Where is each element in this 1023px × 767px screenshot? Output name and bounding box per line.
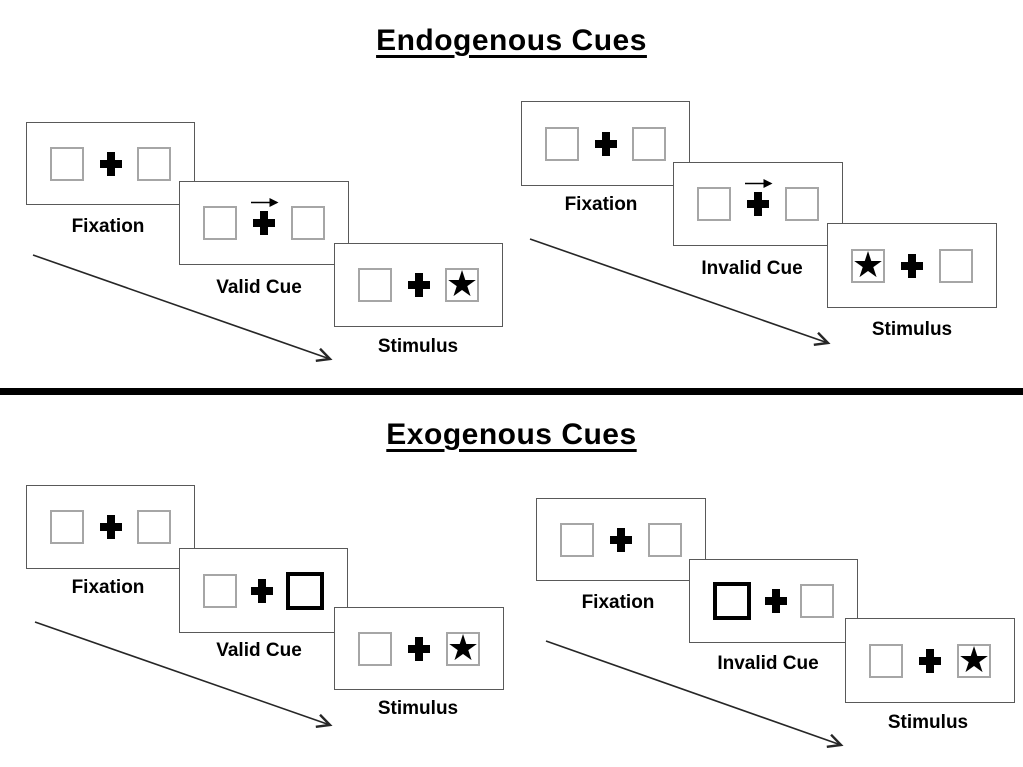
left-box — [203, 206, 237, 240]
cue-arrow-right-icon — [745, 179, 773, 188]
panel-label: Invalid Cue — [701, 258, 803, 279]
fixation-screen — [26, 122, 195, 205]
right-box — [137, 510, 171, 544]
left-box — [697, 187, 731, 221]
left-box — [358, 268, 392, 302]
star-stimulus-icon: ★ — [445, 264, 479, 305]
fixation-cross-icon — [919, 648, 941, 673]
right-box-highlighted-cue — [286, 571, 324, 610]
fixation-cross-icon — [251, 198, 279, 235]
panel-label: Stimulus — [871, 319, 953, 340]
valid-cue-screen — [179, 181, 349, 265]
right-box — [800, 584, 834, 618]
valid-cue-screen — [179, 548, 348, 633]
invalid-cue-screen — [673, 162, 843, 246]
fixation-screen — [521, 101, 690, 186]
right-box — [939, 248, 973, 283]
stimulus-screen: ★ — [827, 223, 997, 308]
stimulus-screen: ★ — [334, 243, 503, 327]
fixation-cross-icon — [250, 578, 273, 603]
fixation-cross-icon — [745, 179, 773, 216]
left-box-highlighted-cue — [713, 582, 751, 620]
star-stimulus-icon: ★ — [446, 627, 480, 669]
fixation-cross-icon — [408, 636, 430, 661]
fixation-cross-icon — [99, 515, 122, 539]
left-box — [358, 631, 392, 666]
panel-label: Stimulus — [377, 336, 459, 357]
fixation-cross-icon — [610, 527, 632, 552]
timeline-arrow — [34, 621, 333, 729]
right-box — [137, 146, 171, 181]
left-box — [50, 510, 84, 544]
left-box — [869, 643, 903, 678]
left-box — [203, 573, 237, 608]
stimulus-screen: ★ — [845, 618, 1015, 703]
right-box — [648, 522, 682, 557]
fixation-cross-icon — [901, 253, 923, 278]
left-box-with-star: ★ — [851, 244, 885, 286]
panel-label: Invalid Cue — [717, 653, 819, 674]
left-box — [545, 126, 579, 161]
section-title-exogenous: Exogenous Cues — [386, 418, 637, 451]
invalid-cue-screen — [689, 559, 858, 643]
fixation-cross-icon — [594, 131, 617, 156]
stimulus-screen: ★ — [334, 607, 504, 690]
right-box-with-star: ★ — [446, 627, 480, 669]
star-stimulus-icon: ★ — [851, 244, 885, 286]
right-box-with-star: ★ — [957, 639, 991, 681]
fixation-cross-icon — [407, 273, 430, 297]
panel-label: Stimulus — [377, 698, 459, 719]
panel-label: Fixation — [71, 216, 145, 237]
fixation-screen — [26, 485, 195, 569]
panel-label: Fixation — [71, 577, 145, 598]
section-divider — [0, 388, 1023, 395]
right-box — [632, 126, 666, 161]
right-box — [291, 206, 325, 240]
panel-label: Valid Cue — [216, 277, 302, 298]
panel-label: Valid Cue — [216, 640, 302, 661]
panel-label: Stimulus — [887, 712, 969, 733]
left-box — [560, 522, 594, 557]
timeline-arrow — [545, 640, 844, 748]
section-title-endogenous: Endogenous Cues — [376, 24, 647, 57]
cue-arrow-right-icon — [251, 198, 279, 207]
right-box — [785, 187, 819, 221]
star-stimulus-icon: ★ — [957, 639, 991, 681]
panel-label: Fixation — [564, 194, 638, 215]
timeline-arrow — [529, 238, 831, 347]
timeline-arrow — [32, 254, 333, 363]
fixation-cross-icon — [99, 151, 122, 176]
right-box-with-star: ★ — [445, 264, 479, 305]
panel-label: Fixation — [581, 592, 655, 613]
fixation-cross-icon — [764, 589, 787, 613]
left-box — [50, 146, 84, 181]
fixation-screen — [536, 498, 706, 581]
